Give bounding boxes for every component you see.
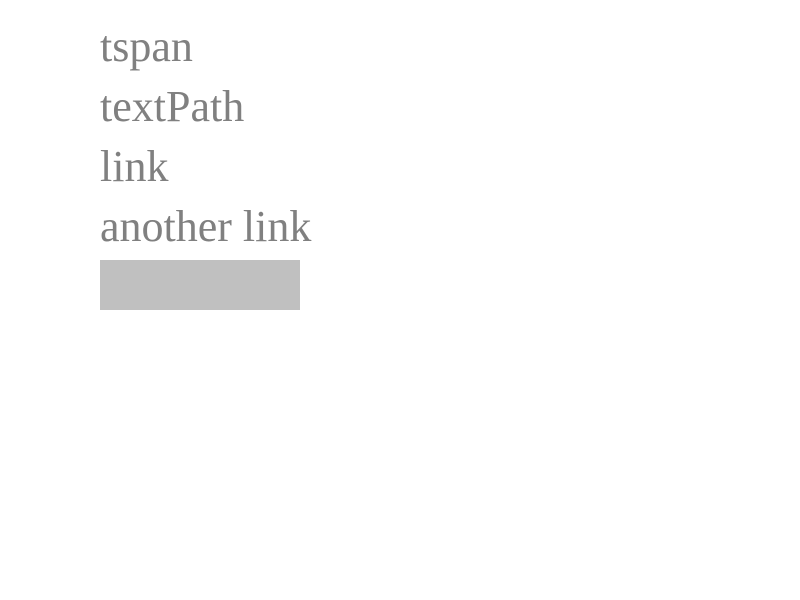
gray-rectangle <box>100 260 300 310</box>
textpath-text: textPath <box>100 82 245 131</box>
tspan-text: tspan <box>100 22 193 71</box>
another-link-text[interactable]: another link <box>100 202 312 251</box>
link-text[interactable]: link <box>100 142 169 191</box>
